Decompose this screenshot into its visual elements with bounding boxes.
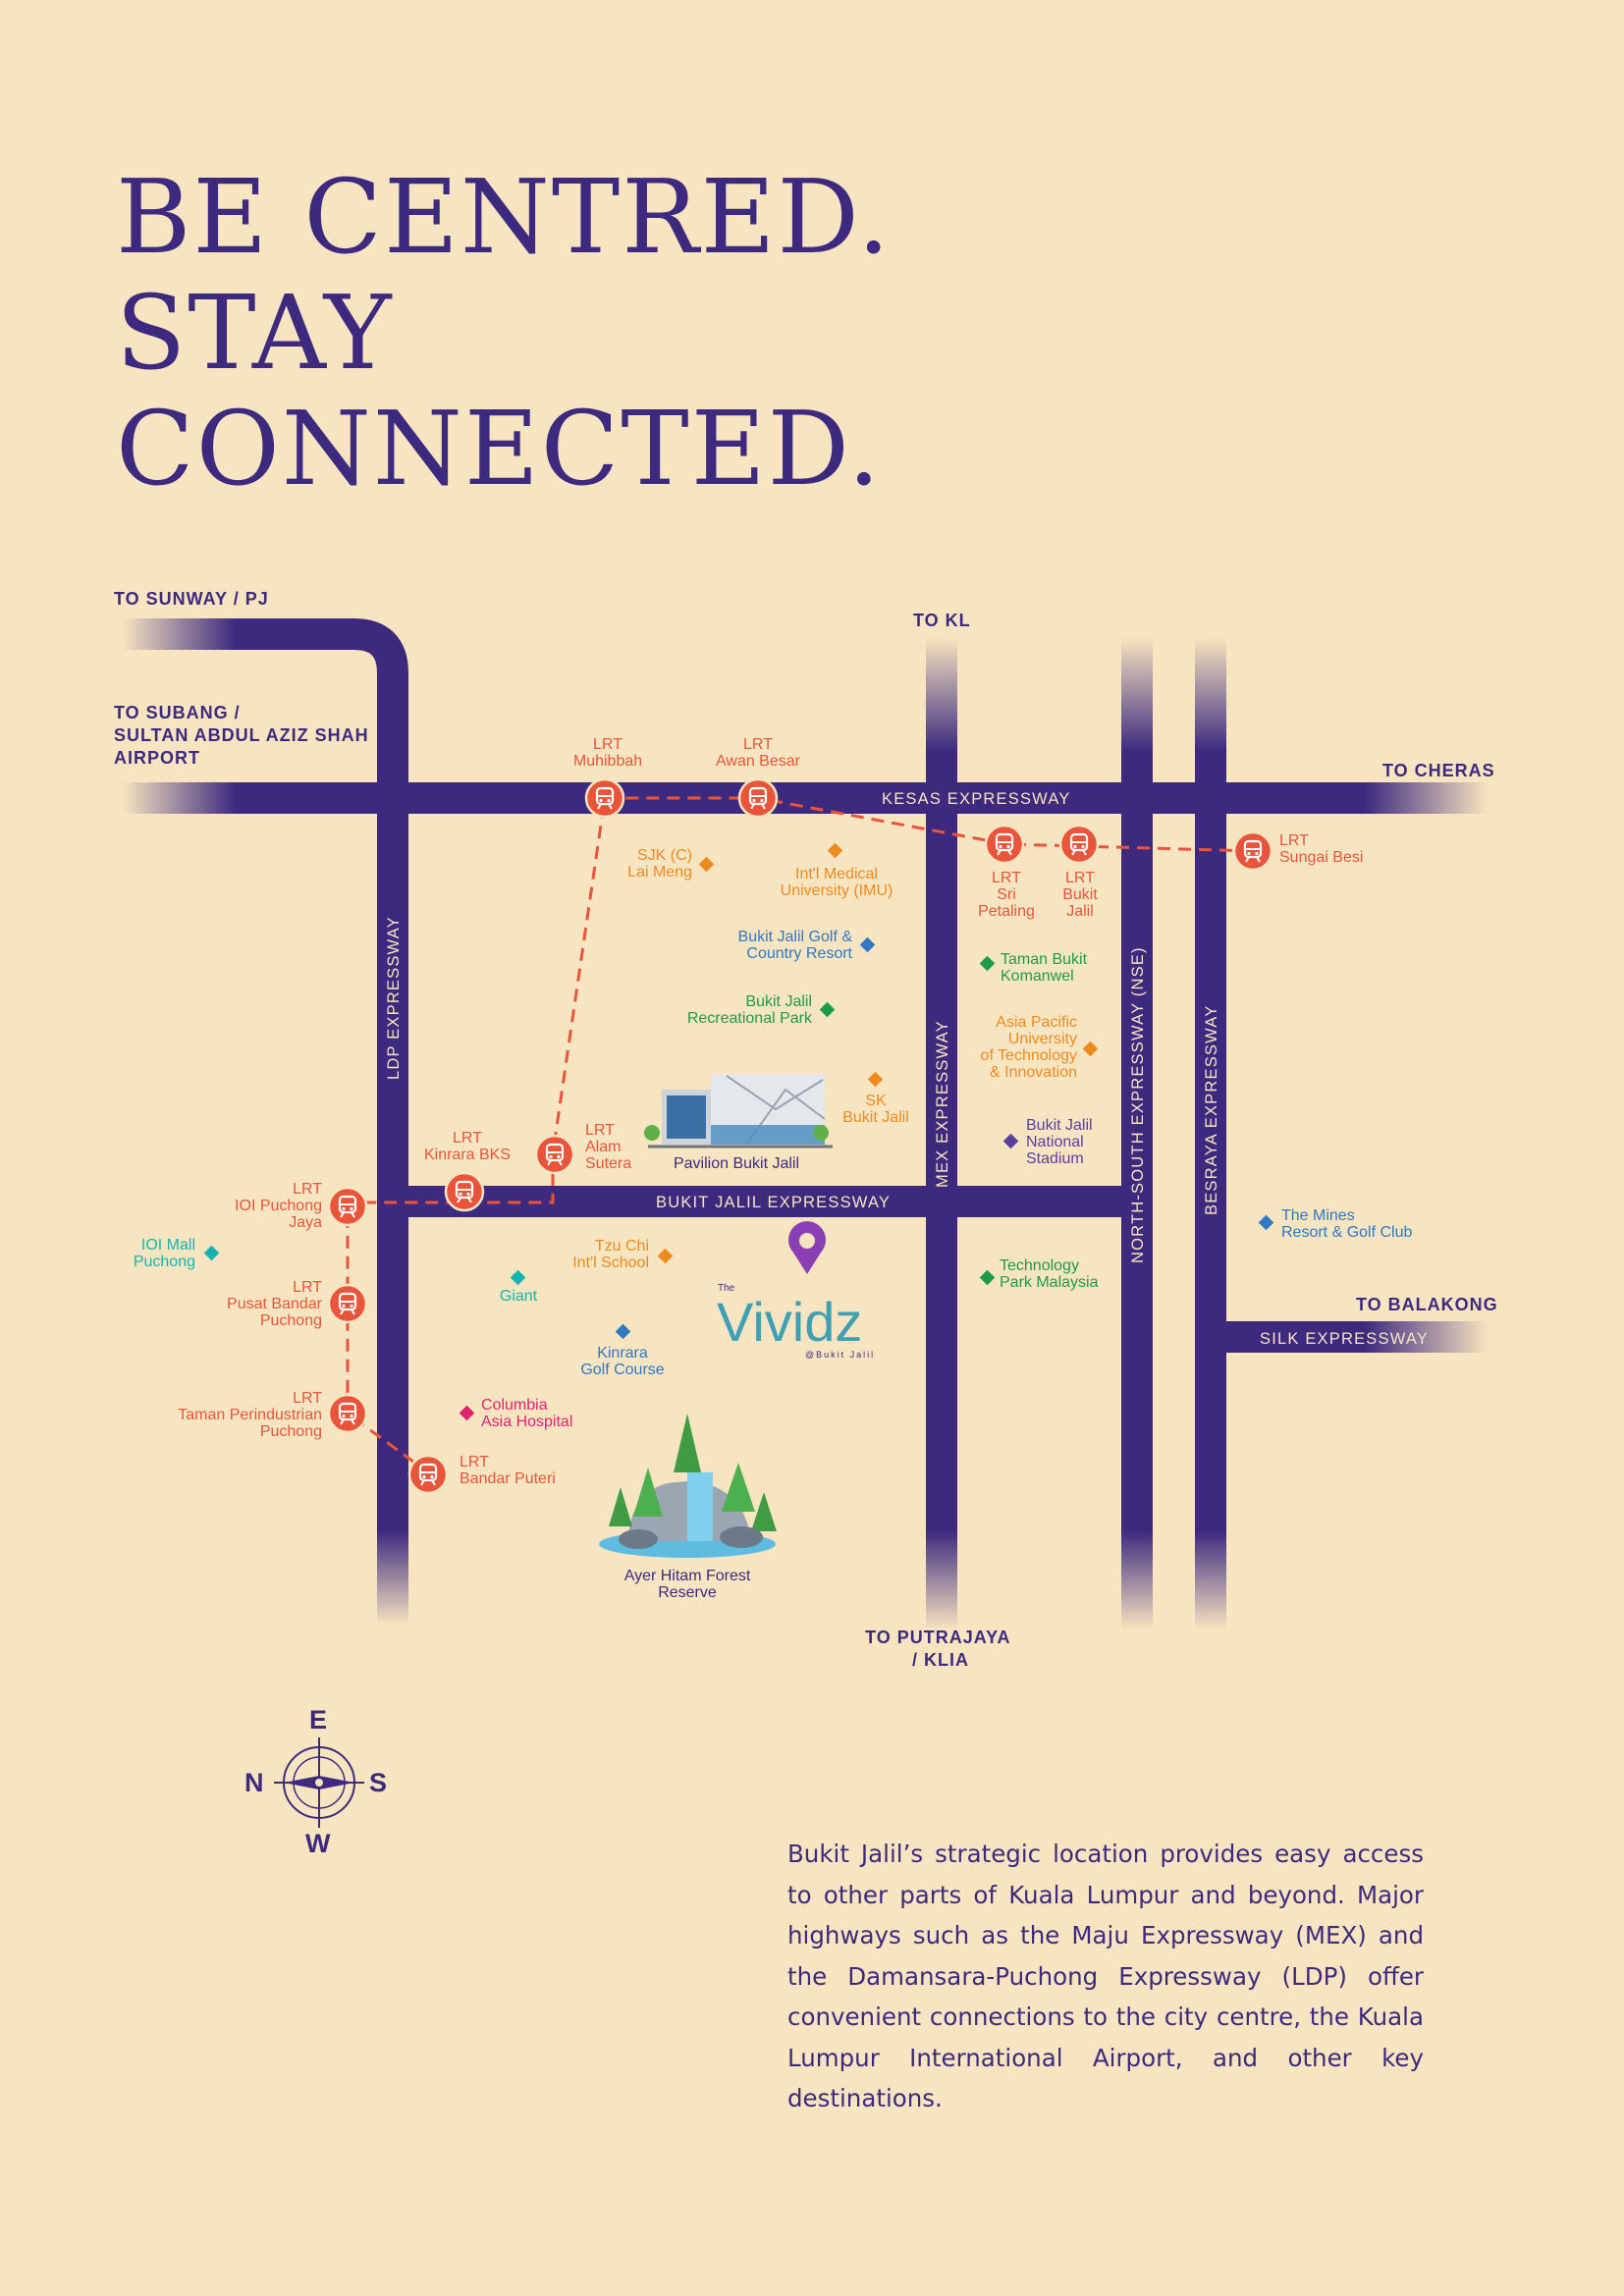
lrt-alam-sutera-icon	[534, 1134, 575, 1175]
giant-label: Giant	[500, 1288, 538, 1305]
columbia-marker	[459, 1405, 475, 1421]
compass: E N S W	[241, 1703, 398, 1860]
lrt-kinrara-bks-icon	[444, 1171, 485, 1212]
ioi-mall-marker	[203, 1245, 220, 1261]
mines-marker	[1258, 1214, 1274, 1231]
lrt-muhibbah-icon	[584, 777, 625, 819]
lrt-pusat-bandar-puchong-icon	[327, 1283, 368, 1324]
bukit-jalil-expressway-label: BUKIT JALIL EXPRESSWAY	[656, 1194, 891, 1211]
golf-marker	[859, 936, 876, 953]
lrt-taman-perindustrian-puchong-icon	[327, 1393, 368, 1434]
compass-w: W	[305, 1829, 331, 1858]
mex-label: MEX EXPRESSWAY	[934, 1020, 951, 1188]
kesas-label: KESAS EXPRESSWAY	[882, 790, 1071, 808]
sjk-marker	[698, 856, 715, 873]
stadium-marker	[1002, 1133, 1019, 1149]
direction-balakong: TO BALAKONG	[1356, 1295, 1498, 1314]
sunway-road	[123, 618, 408, 1531]
vividz-logo-prefix: The	[718, 1283, 735, 1294]
besraya-label: BESRAYA EXPRESSWAY	[1203, 1005, 1220, 1215]
roads	[123, 618, 1488, 1629]
lrt-bandar-puteri-icon	[407, 1454, 449, 1495]
kinrara-golf-marker	[615, 1323, 631, 1340]
giant-marker	[510, 1269, 526, 1286]
compass-s: S	[369, 1768, 388, 1797]
vividz-logo-suffix: @Bukit Jalil	[805, 1350, 875, 1360]
lrt-sungai-besi-icon	[1232, 830, 1273, 872]
direction-kl: TO KL	[913, 611, 971, 630]
headline-line-1: BE CENTRED.	[116, 157, 893, 277]
direction-sunway: TO SUNWAY / PJ	[114, 589, 269, 609]
golf-label: Bukit Jalil Golf &Country Resort	[738, 929, 853, 962]
compass-e: E	[309, 1705, 328, 1735]
apu-marker	[1082, 1041, 1099, 1057]
silk-label: SILK EXPRESSWAY	[1260, 1330, 1429, 1348]
pavilion-label: Pavilion Bukit Jalil	[674, 1155, 799, 1172]
location-description: Bukit Jalil’s strategic location provide…	[787, 1840, 1424, 2112]
poi-markers	[203, 842, 1274, 1421]
sk-marker	[867, 1071, 884, 1088]
lrt-ioi-puchong-jaya-icon	[327, 1186, 368, 1227]
besraya-expressway	[1195, 638, 1226, 1629]
lrt-awan-besar-icon	[737, 777, 779, 819]
direction-subang: TO SUBANG / SULTAN ABDUL AZIZ SHAH AIRPO…	[114, 703, 375, 768]
compass-rose-icon	[274, 1737, 364, 1828]
ldp-fade	[377, 1531, 408, 1625]
headline-line-2: STAY	[116, 273, 394, 393]
komanwel-marker	[979, 955, 996, 972]
forest-reserve-icon	[599, 1414, 777, 1558]
imu-marker	[827, 842, 843, 859]
mex-expressway	[926, 638, 957, 1629]
sjk-label: SJK (C)Lai Meng	[627, 847, 692, 881]
vividz-logo: The Vividz @Bukit Jalil	[717, 1283, 875, 1360]
tzu-chi-marker	[657, 1248, 674, 1264]
lrt-sri-petaling-icon	[984, 824, 1025, 865]
headline: BE CENTRED. STAY CONNECTED.	[116, 159, 892, 507]
direction-cheras: TO CHERAS	[1382, 761, 1495, 780]
location-pin-icon	[788, 1221, 827, 1274]
bukit-jalil-expressway	[377, 1186, 1123, 1217]
kesas-expressway	[123, 782, 1488, 814]
direction-putrajaya: TO PUTRAJAYA / KLIA	[865, 1628, 1016, 1670]
vividz-logo-name: Vividz	[717, 1291, 862, 1353]
ldp-label: LDP EXPRESSWAY	[385, 916, 403, 1080]
compass-n: N	[244, 1768, 264, 1797]
headline-line-3: CONNECTED.	[116, 389, 883, 508]
location-map: KESAS EXPRESSWAY BUKIT JALIL EXPRESSWAY …	[114, 589, 1498, 1670]
recpark-marker	[819, 1001, 836, 1018]
tpm-marker	[979, 1269, 996, 1286]
lrt-bukit-jalil-icon	[1058, 824, 1100, 865]
nse-label: NORTH-SOUTH EXPRESSWAY (NSE)	[1129, 946, 1147, 1263]
pavilion-building-icon	[644, 1074, 833, 1148]
nse-expressway	[1121, 638, 1153, 1629]
